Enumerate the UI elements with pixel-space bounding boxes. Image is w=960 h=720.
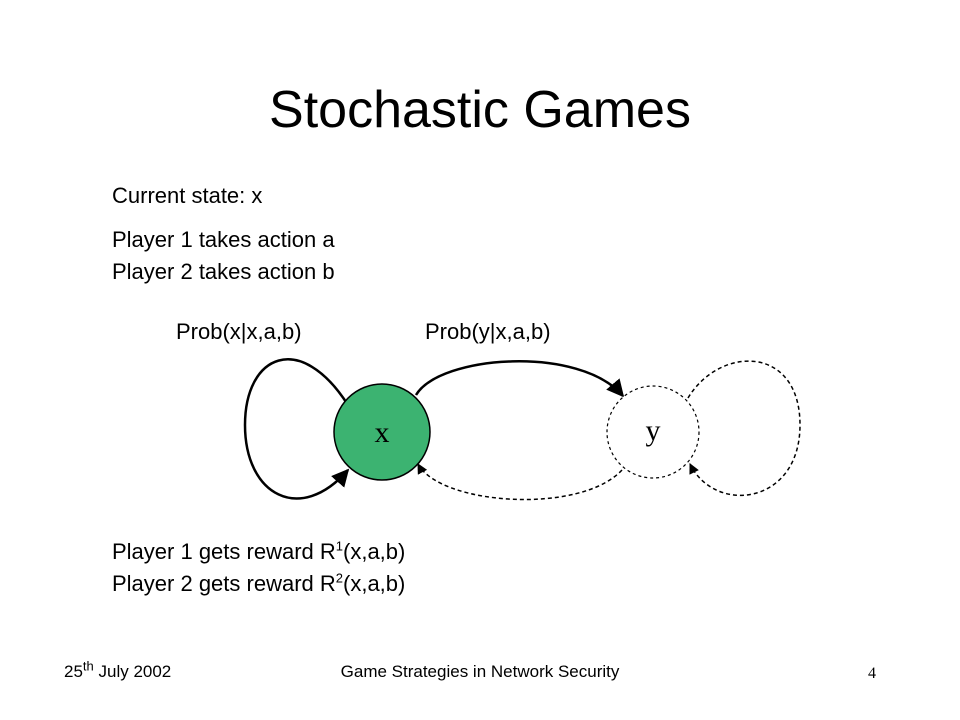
node-y-label: y xyxy=(646,414,661,447)
footer-date-day: 25 xyxy=(64,662,83,681)
player1-reward-text: Player 1 gets reward R1(x,a,b) xyxy=(112,538,405,566)
footer-date: 25th July 2002 xyxy=(64,658,172,684)
player2-reward-text: Player 2 gets reward R2(x,a,b) xyxy=(112,570,405,598)
player1-reward-suffix: (x,a,b) xyxy=(343,539,406,564)
player2-reward-suffix: (x,a,b) xyxy=(343,571,406,596)
footer-date-rest: July 2002 xyxy=(93,662,172,681)
player1-action-text: Player 1 takes action a xyxy=(112,227,335,252)
node-x xyxy=(333,383,431,481)
footer-date-ordinal: th xyxy=(82,658,94,674)
node-x-label: x xyxy=(375,416,390,449)
player2-action-text: Player 2 takes action b xyxy=(112,259,335,284)
edge-y-to-x xyxy=(417,463,623,501)
prob-transition-label: Prob(y|x,a,b) xyxy=(425,319,551,344)
player2-reward-superscript: 2 xyxy=(335,570,343,586)
self-loop-y-edge xyxy=(687,360,801,497)
edge-x-to-y xyxy=(414,360,625,398)
player1-reward-prefix: Player 1 gets reward R xyxy=(112,539,336,564)
player1-reward-superscript: 1 xyxy=(335,538,343,554)
slide-title: Stochastic Games xyxy=(269,81,691,139)
page-number: 4 xyxy=(868,665,876,682)
prob-self-label: Prob(x|x,a,b) xyxy=(176,319,302,344)
footer-title: Game Strategies in Network Security xyxy=(340,662,620,681)
self-loop-x-edge xyxy=(243,358,350,500)
node-y xyxy=(606,385,700,479)
current-state-text: Current state: x xyxy=(112,183,263,208)
player2-reward-prefix: Player 2 gets reward R xyxy=(112,571,336,596)
